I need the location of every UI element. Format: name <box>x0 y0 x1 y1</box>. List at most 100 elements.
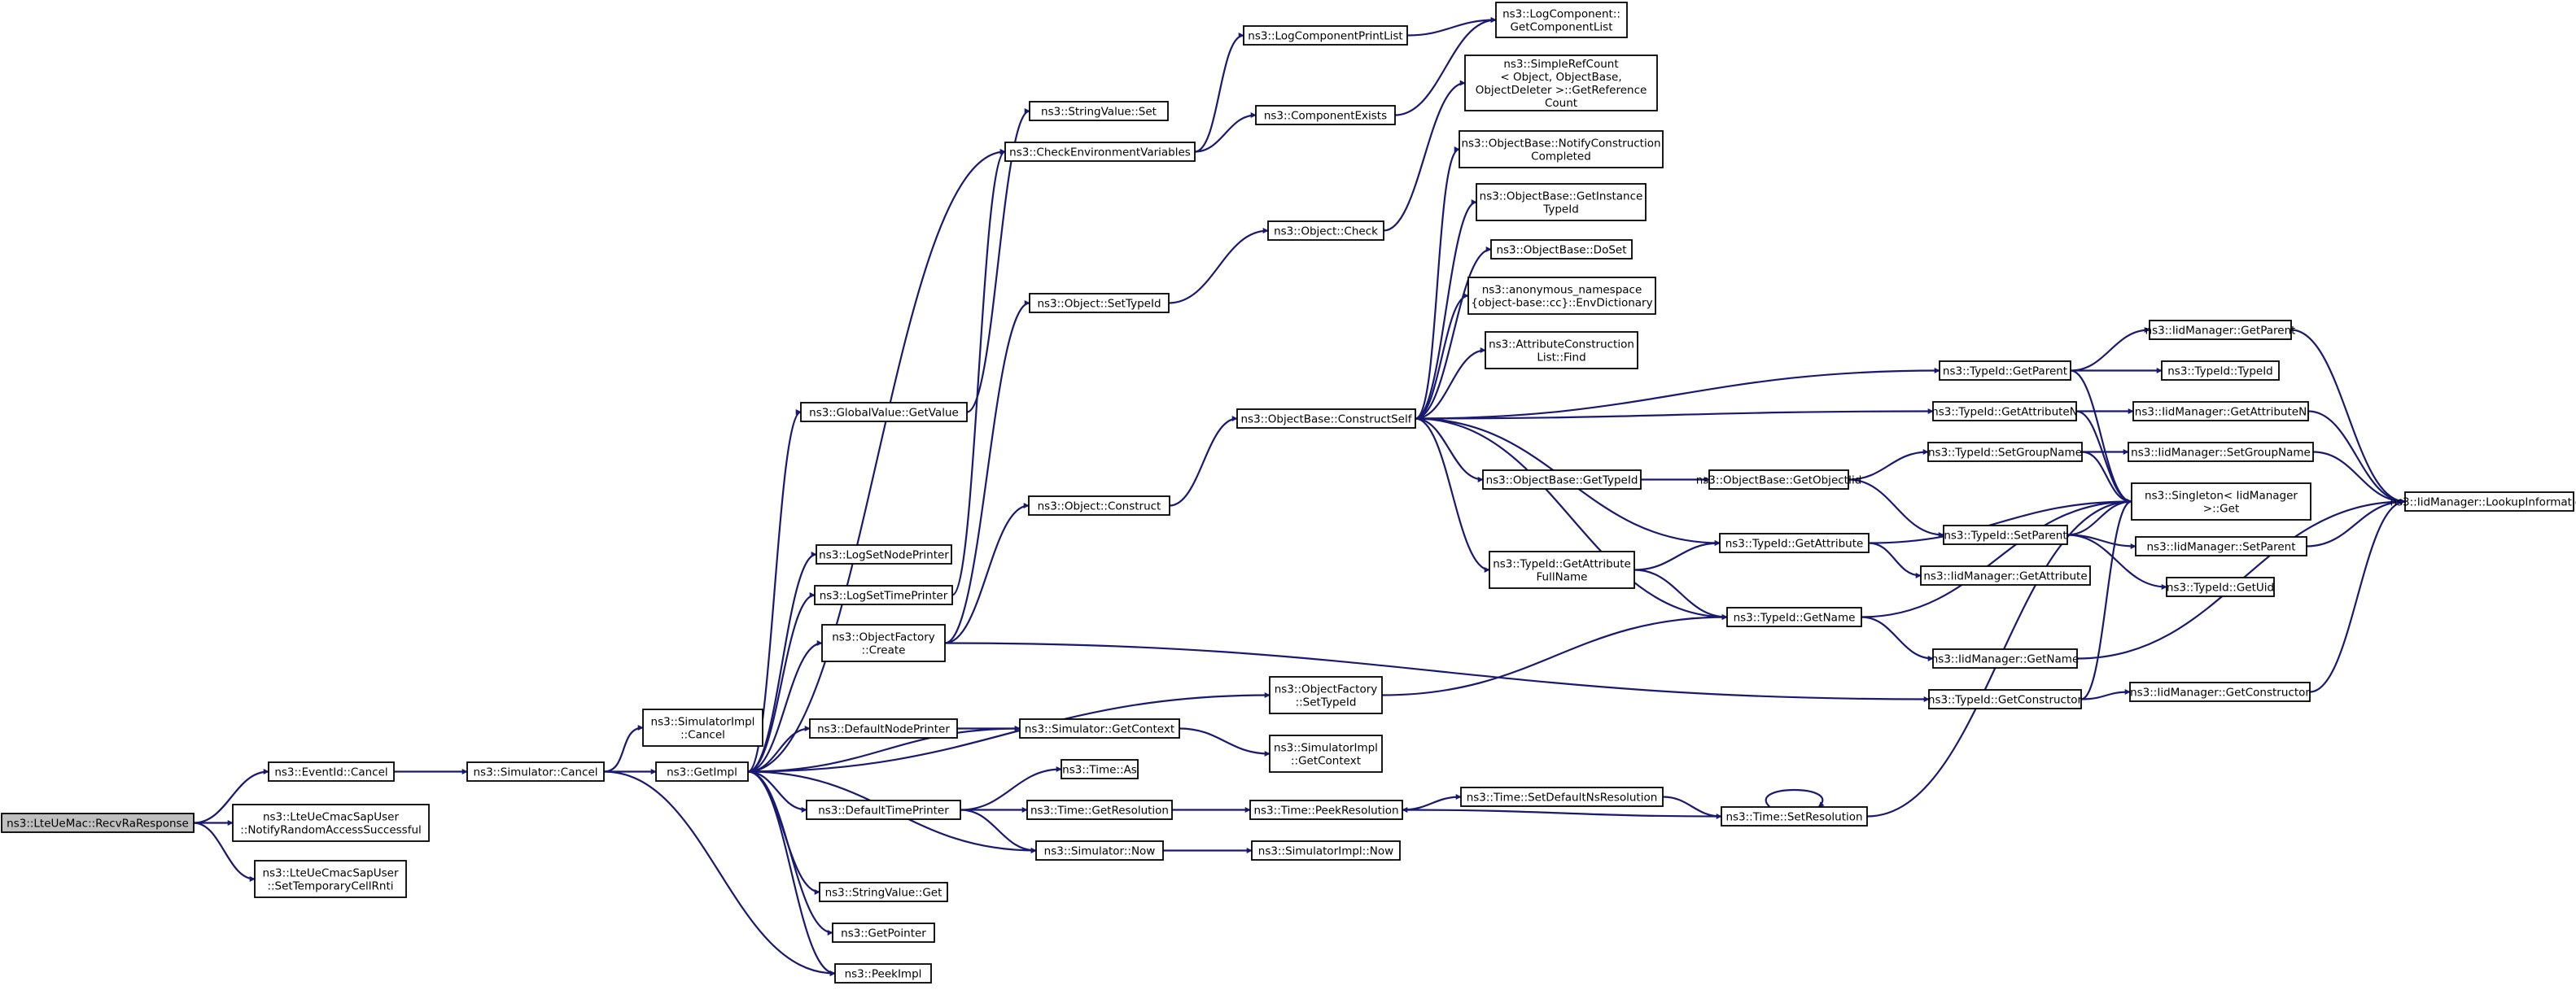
node-label: ::Cancel <box>680 729 725 742</box>
node-label: ::Create <box>862 644 906 657</box>
node-box <box>642 709 763 747</box>
node-box <box>1943 525 2068 545</box>
function-node-log-time[interactable]: ns3::LogSetTimePrinter <box>814 585 953 605</box>
function-node-iid-setparent[interactable]: ns3::IidManager::SetParent <box>2135 536 2307 556</box>
function-node-simimpl-cancel[interactable]: ns3::SimulatorImpl::Cancel <box>642 709 763 747</box>
call-edge-root-to-eventid_cancel <box>193 769 269 824</box>
function-node-sim-now[interactable]: ns3::Simulator::Now <box>1035 840 1164 861</box>
function-node-tid-getattr[interactable]: ns3::TypeId::GetAttribute <box>1719 533 1870 553</box>
function-node-time-setdefns[interactable]: ns3::Time::SetDefaultNsResolution <box>1460 787 1664 807</box>
function-node-def-time[interactable]: ns3::DefaultTimePrinter <box>806 800 961 820</box>
function-node-ob-doset[interactable]: ns3::ObjectBase::DoSet <box>1490 239 1633 260</box>
function-node-src-getref[interactable]: ns3::SimpleRefCount< Object, ObjectBase,… <box>1464 55 1658 111</box>
call-edge-ob_constructself-to-ob_notify <box>1415 146 1460 420</box>
node-box <box>1490 239 1633 260</box>
function-node-of-settypeid[interactable]: ns3::ObjectFactory::SetTypeId <box>1269 676 1383 714</box>
call-edge-getimpl-to-sim_getcontext <box>747 726 1021 773</box>
call-edge-getimpl-to-def_time <box>747 770 807 813</box>
node-box <box>1028 495 1170 516</box>
call-edge-getimpl-to-log_time <box>747 592 816 773</box>
node-label: < Object, ObjectBase, <box>1500 71 1621 84</box>
node-label: ns3::TypeId::GetAttribute <box>1493 558 1631 571</box>
call-edge-getimpl-to-getpointer <box>747 770 833 936</box>
function-node-gv-getvalue[interactable]: ns3::GlobalValue::GetValue <box>800 402 968 422</box>
function-node-ob-constructself[interactable]: ns3::ObjectBase::ConstructSelf <box>1236 408 1416 429</box>
call-edge-ob_constructself-to-tid_getattrfull <box>1415 417 1490 573</box>
call-edge-check_env-to-lcpl <box>1194 33 1244 153</box>
function-node-iid-getparent[interactable]: ns3::IidManager::GetParent <box>2145 320 2296 340</box>
function-node-iid-setgroup[interactable]: ns3::IidManager::SetGroupName <box>2128 442 2314 462</box>
function-node-tid-setparent[interactable]: ns3::TypeId::SetParent <box>1943 525 2068 545</box>
function-node-ob-notify[interactable]: ns3::ObjectBase::NotifyConstructionCompl… <box>1459 130 1664 168</box>
node-box <box>1920 565 2091 586</box>
call-edge-obj_check-to-src_getref <box>1383 80 1466 232</box>
node-box <box>2131 482 2311 521</box>
function-node-anon-env[interactable]: ns3::anonymous_namespace{object-base::cc… <box>1467 277 1656 315</box>
function-node-def-node[interactable]: ns3::DefaultNodePrinter <box>809 718 958 739</box>
node-label: ns3::Time::As <box>1062 764 1137 777</box>
call-edge-ob_getobjtid-to-tid_setparent <box>1848 478 1944 538</box>
call-edge-sim_getcontext-to-simimpl_getcontext <box>1179 727 1271 757</box>
function-node-tid-setgroup[interactable]: ns3::TypeId::SetGroupName <box>1927 442 2083 462</box>
function-node-iid-lookup[interactable]: ns3::IidManager::LookupInformation <box>2390 491 2576 512</box>
function-node-time-peekres[interactable]: ns3::Time::PeekResolution <box>1249 800 1403 820</box>
function-node-sim-cancel[interactable]: ns3::Simulator::Cancel <box>466 761 605 782</box>
node-label: ns3::IidManager::LookupInformation <box>2390 496 2576 509</box>
call-edge-comp_exists-to-lc_getlist <box>1394 17 1497 116</box>
function-node-set-temp-rnti[interactable]: ns3::LteUeCmacSapUser::SetTemporaryCellR… <box>254 860 407 898</box>
node-box <box>1482 469 1642 490</box>
function-node-iid-getattr[interactable]: ns3::IidManager::GetAttribute <box>1920 565 2091 586</box>
function-node-iid-getattrn[interactable]: ns3::IidManager::GetAttributeN <box>2132 401 2309 421</box>
function-node-sim-getcontext[interactable]: ns3::Simulator::GetContext <box>1019 718 1180 739</box>
function-node-tid-typeid[interactable]: ns3::TypeId::TypeId <box>2161 360 2280 381</box>
call-edge-time_peekres-to-time_setdefns <box>1402 794 1462 811</box>
function-node-getimpl[interactable]: ns3::GetImpl <box>655 761 749 782</box>
function-node-of-create[interactable]: ns3::ObjectFactory::Create <box>821 624 946 662</box>
function-node-check-env[interactable]: ns3::CheckEnvironmentVariables <box>1004 142 1196 162</box>
node-label: ns3::SimulatorImpl <box>1274 742 1378 755</box>
function-node-obj-construct[interactable]: ns3::Object::Construct <box>1028 495 1170 516</box>
function-node-getpointer[interactable]: ns3::GetPointer <box>832 923 935 943</box>
function-node-sv-set[interactable]: ns3::StringValue::Set <box>1029 101 1169 121</box>
node-box <box>1927 442 2083 462</box>
node-box <box>2128 442 2314 462</box>
function-node-lc-getlist[interactable]: ns3::LogComponent::GetComponentList <box>1495 2 1628 38</box>
function-node-obj-settypeid[interactable]: ns3::Object::SetTypeId <box>1029 293 1170 313</box>
node-box <box>1708 469 1849 490</box>
node-label: ns3::CheckEnvironmentVariables <box>1009 146 1191 159</box>
call-edge-def_time-to-sim_now <box>960 809 1037 853</box>
function-node-tid-getctor[interactable]: ns3::TypeId::GetConstructor <box>1928 689 2083 709</box>
function-node-tid-getname[interactable]: ns3::TypeId::GetName <box>1726 607 1862 627</box>
function-node-tid-getparent[interactable]: ns3::TypeId::GetParent <box>1939 360 2071 381</box>
call-edge-ob_constructself-to-ob_getinst <box>1415 199 1477 420</box>
function-node-comp-exists[interactable]: ns3::ComponentExists <box>1255 105 1396 125</box>
function-node-simimpl-getcontext[interactable]: ns3::SimulatorImpl::GetContext <box>1269 735 1383 773</box>
function-node-sv-get[interactable]: ns3::StringValue::Get <box>819 882 948 902</box>
function-node-root[interactable]: ns3::LteUeMac::RecvRaResponse <box>1 813 195 833</box>
function-node-time-as[interactable]: ns3::Time::As <box>1061 759 1139 779</box>
function-node-obj-check[interactable]: ns3::Object::Check <box>1267 220 1384 241</box>
function-node-iid-getctor[interactable]: ns3::IidManager::GetConstructor <box>2129 682 2311 702</box>
node-box <box>2129 682 2311 702</box>
call-edge-getimpl-to-of_settypeid <box>747 692 1271 773</box>
function-node-notify-ra[interactable]: ns3::LteUeCmacSapUser::NotifyRandomAcces… <box>232 804 430 842</box>
function-node-simimpl-now[interactable]: ns3::SimulatorImpl::Now <box>1251 840 1401 861</box>
function-node-tid-getuid[interactable]: ns3::TypeId::GetUid <box>2166 577 2275 597</box>
node-label: ns3::TypeId::GetAttributeN <box>1931 406 2078 419</box>
function-node-tid-getattrn[interactable]: ns3::TypeId::GetAttributeN <box>1931 401 2078 421</box>
function-node-ob-getobjtid[interactable]: ns3::ObjectBase::GetObjectIid <box>1696 469 1862 490</box>
function-node-eventid-cancel[interactable]: ns3::EventId::Cancel <box>268 761 395 782</box>
function-node-time-setres[interactable]: ns3::Time::SetResolution <box>1721 806 1868 827</box>
function-node-singleton-get[interactable]: ns3::Singleton< IidManager>::Get <box>2131 482 2311 521</box>
function-node-ob-gettypeid[interactable]: ns3::ObjectBase::GetTypeId <box>1482 469 1642 490</box>
function-node-iid-getname[interactable]: ns3::IidManager::GetName <box>1931 648 2080 669</box>
function-node-peekimpl[interactable]: ns3::PeekImpl <box>834 963 932 984</box>
function-node-log-node[interactable]: ns3::LogSetNodePrinter <box>816 544 952 565</box>
call-edge-iid_getctor-to-iid_lookup <box>2309 499 2406 693</box>
function-node-time-getres[interactable]: ns3::Time::GetResolution <box>1026 800 1173 820</box>
node-box <box>1495 2 1628 38</box>
function-node-lcpl[interactable]: ns3::LogComponentPrintList <box>1243 25 1408 46</box>
